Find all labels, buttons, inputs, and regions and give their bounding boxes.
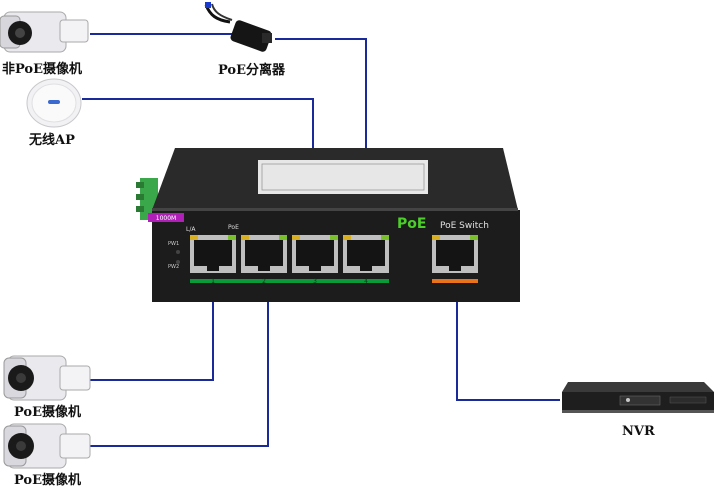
label-non-poe-camera: 非PoE摄像机 bbox=[2, 62, 83, 77]
label-nvr: NVR bbox=[622, 424, 655, 439]
poe-camera-icon-2 bbox=[3, 423, 91, 469]
port-number-2: 2 bbox=[262, 278, 266, 285]
poe-switch: 1000M L/A PoE PW1 PW2 PoE PoE Switch bbox=[136, 148, 520, 302]
non-poe-camera-icon bbox=[0, 11, 89, 53]
poe-camera-icon-1 bbox=[3, 355, 91, 401]
wireless-ap-icon bbox=[26, 78, 82, 128]
port-number-1: 1 bbox=[211, 278, 215, 285]
port-number-3: 3 bbox=[313, 278, 317, 285]
label-poe-splitter: PoE分离器 bbox=[218, 63, 286, 78]
rj45-port-1 bbox=[190, 235, 236, 273]
label-wireless-ap: 无线AP bbox=[29, 133, 75, 148]
label-poe-camera-1: PoE摄像机 bbox=[14, 405, 82, 420]
rj45-port-2 bbox=[241, 235, 287, 273]
port-number-4: 4 bbox=[364, 278, 368, 285]
cable-uplink-to-nvr bbox=[456, 282, 560, 401]
rj45-ports bbox=[190, 235, 478, 273]
switch-model: PoE Switch bbox=[440, 221, 489, 231]
rj45-port-3 bbox=[292, 235, 338, 273]
poe-port-bar bbox=[190, 279, 389, 283]
uplink-port-bar bbox=[432, 279, 478, 283]
label-poe-camera-2: PoE摄像机 bbox=[14, 473, 82, 488]
switch-logo: PoE bbox=[397, 216, 426, 232]
side-label-pw2: PW2 bbox=[168, 264, 179, 270]
cable-port2-to-camera bbox=[90, 270, 269, 447]
nvr-icon bbox=[562, 382, 714, 413]
rj45-uplink-port bbox=[432, 235, 478, 273]
poe-splitter-icon bbox=[204, 2, 272, 52]
side-label-pw1: PW1 bbox=[168, 241, 179, 247]
header-label-la: L/A bbox=[186, 226, 196, 233]
speed-badge: 1000M bbox=[156, 215, 176, 222]
cable-port1-to-camera bbox=[90, 270, 214, 381]
header-label-poe: PoE bbox=[228, 224, 239, 231]
rj45-port-4 bbox=[343, 235, 389, 273]
